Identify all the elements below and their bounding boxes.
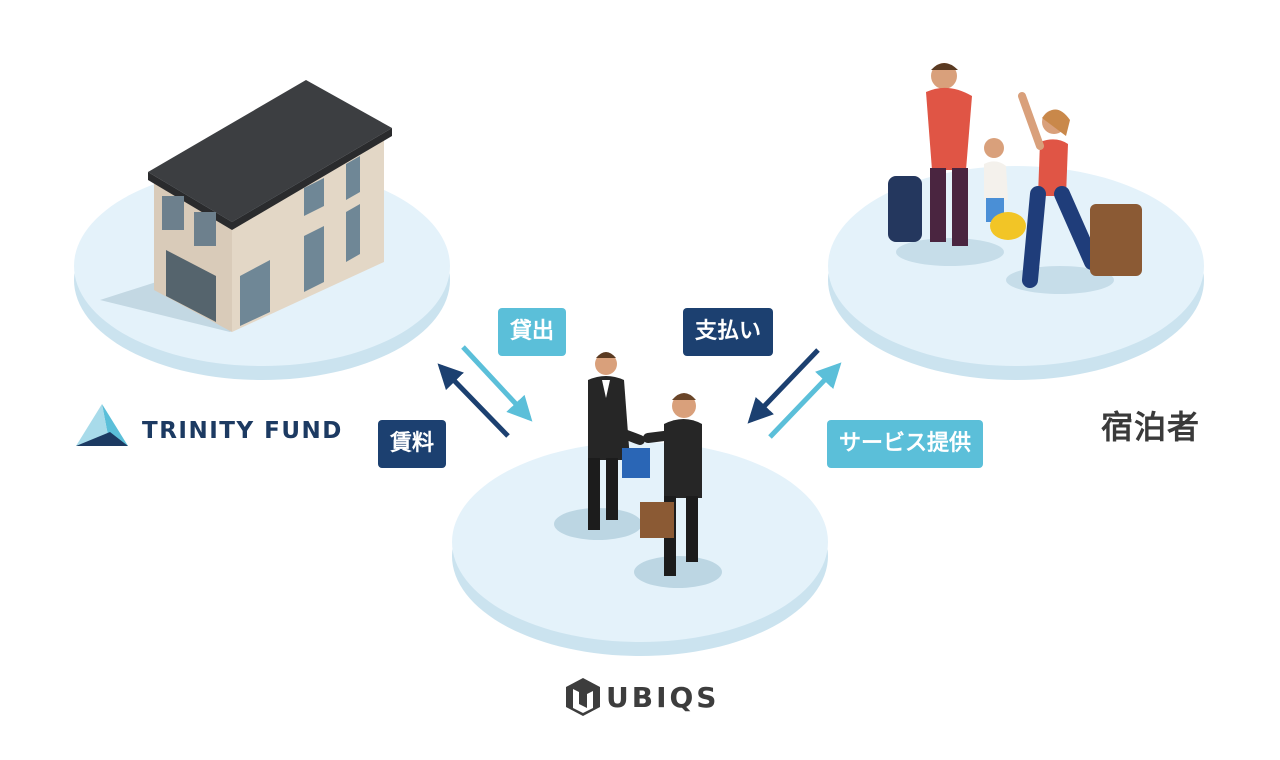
- trinity-fund-logo-icon: [76, 404, 128, 446]
- building-illustration: [100, 80, 392, 332]
- family-travelers-illustration: [888, 63, 1142, 294]
- payment-label: 支払い: [683, 308, 774, 356]
- platform-operator: [452, 442, 828, 656]
- service-label: サービス提供: [827, 420, 984, 468]
- guest-name: 宿泊者: [1101, 408, 1201, 446]
- ubiqs-logo-icon: [566, 678, 600, 716]
- arrow-icon: [437, 345, 842, 439]
- rent-label: 賃料: [378, 420, 447, 468]
- trinity-fund-name: TRINITY FUND: [142, 418, 343, 444]
- lend-label: 貸出: [498, 308, 567, 356]
- businessmen-handshake-illustration: [554, 352, 722, 588]
- ubiqs-name: UBIQS: [606, 681, 720, 714]
